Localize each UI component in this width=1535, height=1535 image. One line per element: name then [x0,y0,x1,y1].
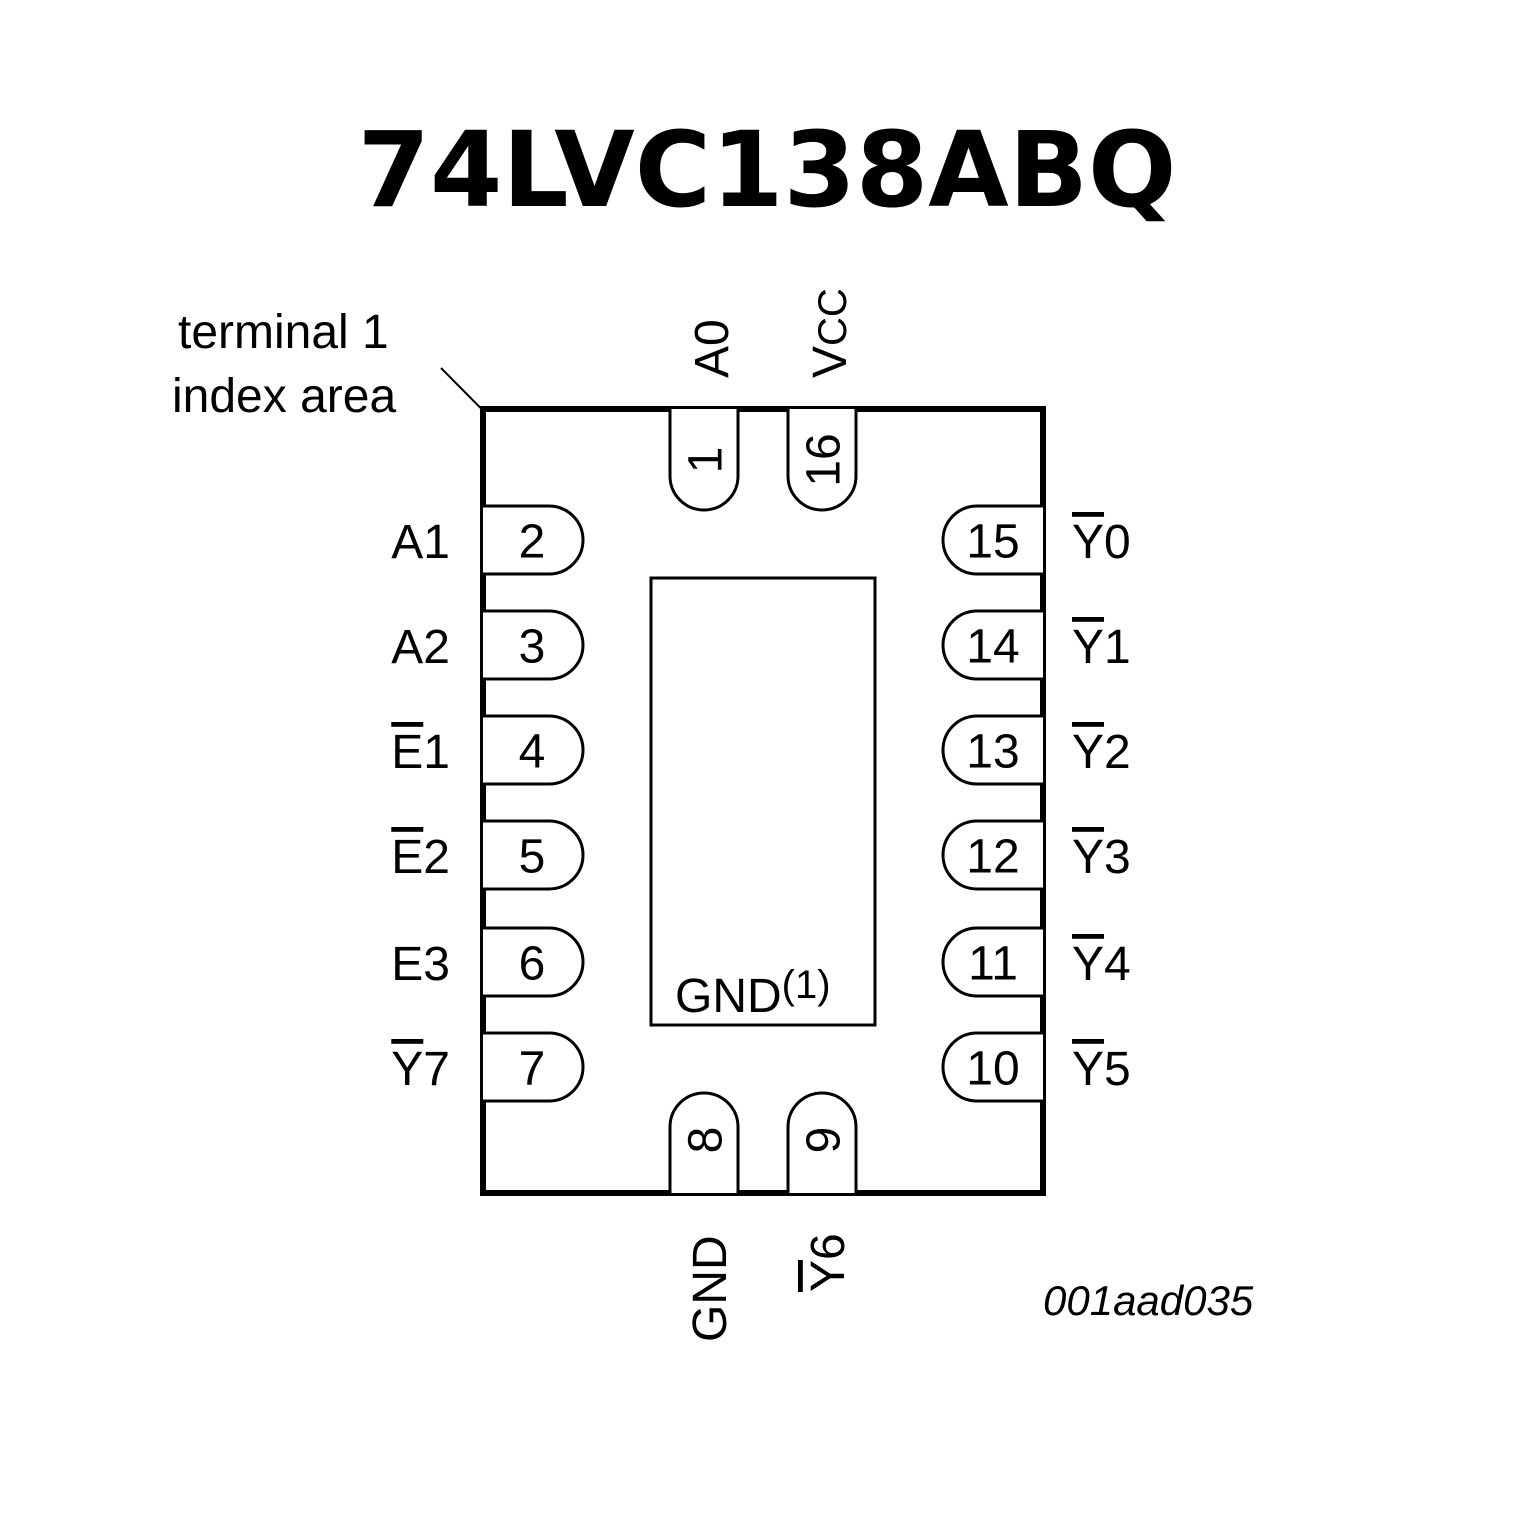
pin-number: 15 [966,516,1019,569]
pin-pad-2 [483,504,585,576]
pin-number: 13 [966,726,1019,779]
pin-number: 12 [966,831,1019,884]
exposed-center-pad [649,576,877,1027]
pin-number: 14 [966,621,1019,674]
pin-pad-7 [483,1031,585,1103]
pin-label-suffix: 7 [423,1043,450,1096]
pin-pad-5 [483,819,585,891]
pin-number: 3 [519,621,546,674]
pin-pad-10 [941,1031,1043,1103]
pin-label: Y7 [391,1043,450,1096]
pin-label: Y5 [1072,1043,1131,1096]
pin-label-text: Y [1072,516,1104,569]
pin-number: 1 [680,447,733,474]
pin-label: E3 [391,938,450,991]
pin-label: Y0 [1072,516,1131,569]
pin-label: A2 [391,621,450,674]
pin-number: 16 [798,433,851,486]
pin-number: 11 [968,938,1018,991]
pin-label-text: Y [1072,726,1104,779]
pin-pad-14 [941,609,1043,681]
pin-pad-3 [483,609,585,681]
pin-label-text: A1 [391,516,450,569]
pin-label: GND [684,1235,737,1342]
pin-pad-6 [483,926,585,998]
pin-label-suffix: 5 [1104,1043,1131,1096]
pin-label-text: V [804,346,857,378]
pin-label-suffix: 1 [1104,621,1131,674]
center-pad-label: GND(1) [675,963,831,1023]
pin-pad-1 [668,409,740,512]
pin-number: 4 [519,726,546,779]
pin-label-text: E3 [391,938,450,991]
pin-label-text: E [391,831,423,884]
pin-pad-12 [941,819,1043,891]
pin-label-suffix: 3 [1104,831,1131,884]
pin-label-suffix: 4 [1104,938,1131,991]
annotation-line2: index area [172,370,396,423]
pin-label-text: Y [391,1043,423,1096]
pin-number: 2 [519,516,546,569]
pin-label: VCC [804,288,857,378]
pin-label-suffix: 1 [423,726,450,779]
pin-label-suffix: 6 [802,1233,855,1260]
pin-pad-15 [941,504,1043,576]
pin-pad-9 [786,1091,858,1193]
pin-pad-16 [786,409,858,512]
pin-label-text: GND [684,1235,737,1342]
pin-label-text: Y [1072,831,1104,884]
pin-label-suffix: 2 [1104,726,1131,779]
pin-label: A1 [391,516,450,569]
pin-label-text: Y [802,1260,855,1292]
pin-label: A0 [686,319,739,378]
pin-number: 7 [519,1043,546,1096]
pin-label: Y1 [1072,621,1131,674]
pin-label-text: A2 [391,621,450,674]
pin-label: Y3 [1072,831,1131,884]
pin-label-sub: CC [811,288,855,346]
pin-label: Y2 [1072,726,1131,779]
pin-number: 9 [798,1127,851,1154]
pin-label: Y4 [1072,938,1131,991]
pin-pad-4 [483,714,585,786]
pin-label: E2 [391,831,450,884]
pin-number: 10 [966,1043,1019,1096]
pin-pad-8 [668,1091,740,1193]
pin-label-suffix: 2 [423,831,450,884]
pin-label-text: Y [1072,621,1104,674]
pin-label: Y6 [802,1233,855,1292]
pin-number: 8 [680,1127,733,1154]
pin-label-text: Y [1072,938,1104,991]
pin-number: 5 [519,831,546,884]
pin-label-text: A0 [686,319,739,378]
pin-label-text: Y [1072,1043,1104,1096]
figure-id: 001aad035 [1043,1277,1254,1324]
pin-pad-13 [941,714,1043,786]
chip-title: 74LVC138ABQ [358,109,1177,231]
annotation-line1: terminal 1 [178,306,389,359]
pin-pad-11 [941,926,1043,998]
pin-label-text: E [391,726,423,779]
pin-label-suffix: 0 [1104,516,1131,569]
pin-number: 6 [519,938,546,991]
pin-label: E1 [391,726,450,779]
